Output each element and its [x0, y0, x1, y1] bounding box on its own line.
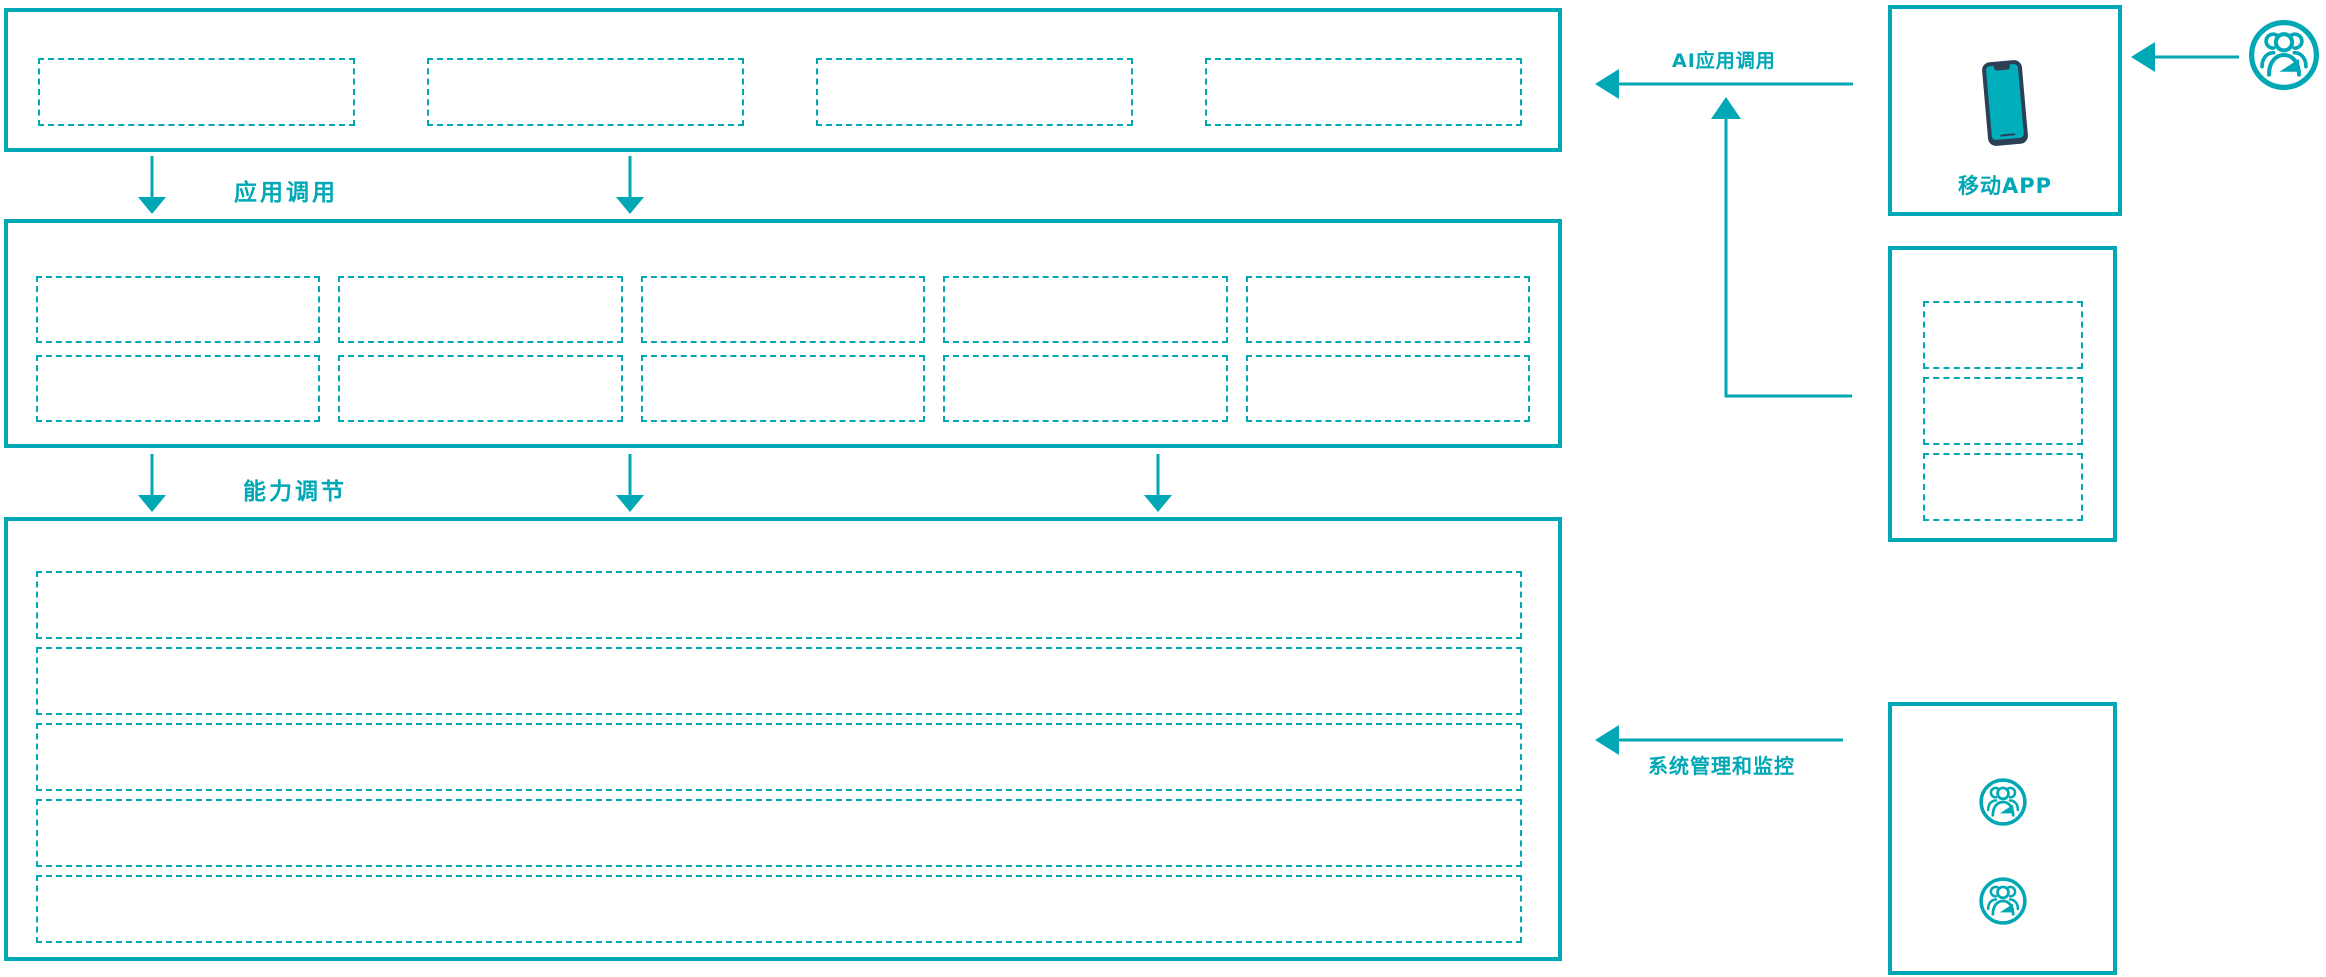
- top-layer-box: [4, 8, 1562, 152]
- middle-layer-box: [4, 219, 1562, 448]
- mobile-phone-icon: [1981, 59, 2029, 147]
- phone-screen: [1985, 63, 2025, 141]
- placeholder-box: [816, 58, 1133, 126]
- placeholder-box: [427, 58, 744, 126]
- placeholder-box: [640, 276, 926, 343]
- label-system-management: 系统管理和监控: [1648, 754, 1795, 778]
- arrow-left-ai-app-call: [1595, 69, 1853, 99]
- placeholder-box: [1245, 276, 1530, 343]
- arrow-down-capability-2: [616, 454, 644, 512]
- label-capability-adjust: 能力调节: [243, 479, 347, 505]
- arrow-down-capability-3: [1144, 454, 1172, 512]
- admin-box: [1888, 702, 2117, 975]
- mobile-app-label: 移动APP: [1957, 174, 2053, 198]
- label-ai-app-call: AI应用调用: [1672, 50, 1776, 72]
- placeholder-box: [38, 58, 355, 126]
- placeholder-row: [36, 875, 1522, 943]
- arrow-down-capability-1: [138, 454, 166, 512]
- placeholder-box: [640, 355, 926, 422]
- placeholder-box: [36, 276, 321, 343]
- user-group-icon: [1978, 777, 2028, 827]
- user-group-icon: [1978, 876, 2028, 926]
- label-app-call: 应用调用: [234, 180, 338, 206]
- placeholder-box: [36, 355, 321, 422]
- bottom-layer-box: [4, 517, 1562, 961]
- placeholder-row: [36, 647, 1522, 715]
- user-group-icon: [2247, 18, 2321, 92]
- placeholder-box: [943, 355, 1228, 422]
- placeholder-box: [943, 276, 1228, 343]
- right-component-box: [1888, 246, 2117, 542]
- arrow-down-app-call-1: [138, 156, 166, 214]
- placeholder-row: [36, 571, 1522, 639]
- mobile-app-box: 移动APP: [1888, 5, 2122, 216]
- arrow-left-user-to-phone: [2131, 42, 2239, 72]
- placeholder-box: [1922, 377, 2083, 445]
- placeholder-row: [36, 723, 1522, 791]
- placeholder-box: [1205, 58, 1522, 126]
- placeholder-box: [338, 276, 623, 343]
- placeholder-box: [1922, 301, 2083, 369]
- placeholder-box: [1922, 453, 2083, 521]
- placeholder-row: [36, 799, 1522, 867]
- placeholder-box: [338, 355, 623, 422]
- arrow-down-app-call-2: [616, 156, 644, 214]
- placeholder-box: [1245, 355, 1530, 422]
- connector-sdk-up-arrow: [1711, 97, 1852, 398]
